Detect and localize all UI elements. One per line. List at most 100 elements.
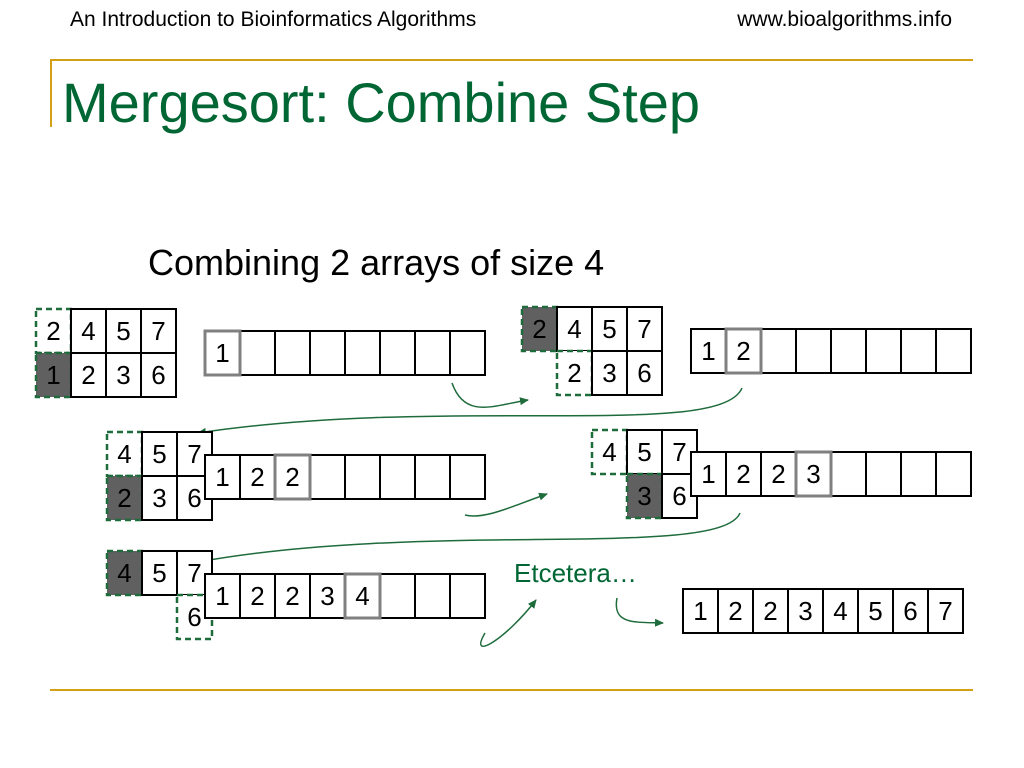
result-cell — [830, 328, 867, 374]
header-book-title: An Introduction to Bioinformatics Algori… — [70, 8, 477, 31]
array-cell: 5 — [141, 550, 178, 596]
array-cell: 2 — [70, 352, 107, 398]
cell-value: 3 — [637, 481, 651, 511]
result-cell-latest: 2 — [725, 328, 762, 374]
latest-cell-frame — [343, 572, 382, 620]
result-cell — [309, 454, 346, 500]
result-cell-latest: 3 — [795, 451, 832, 497]
result-cell — [795, 328, 832, 374]
result-cell — [414, 573, 451, 619]
cell-value: 2 — [250, 581, 264, 611]
cell-value: 4 — [567, 314, 581, 344]
cell-value: 7 — [187, 558, 201, 588]
cell-value: 2 — [285, 462, 299, 492]
front-cell: 4 — [105, 549, 144, 597]
result-cell — [414, 454, 451, 500]
left-rule — [50, 59, 52, 127]
front-cell: 3 — [625, 472, 664, 520]
front-cell: 2 — [105, 474, 144, 522]
cell-value: 7 — [938, 596, 952, 626]
step-arrow — [615, 597, 664, 627]
array-cell: 5 — [626, 429, 663, 475]
result-cell: 2 — [239, 454, 276, 500]
cell-value: 1 — [215, 338, 229, 368]
front-cell: 2 — [520, 305, 559, 353]
cell-value: 2 — [728, 596, 742, 626]
result-cell — [344, 454, 381, 500]
array-cell: 7 — [626, 306, 663, 352]
result-cell — [344, 330, 381, 376]
step-arrow — [451, 382, 529, 408]
array-cell: 7 — [140, 308, 177, 354]
result-cell — [935, 328, 972, 374]
array-cell: 4 — [556, 306, 593, 352]
cell-value: 5 — [868, 596, 882, 626]
cell-value: 2 — [250, 462, 264, 492]
cell-value: 5 — [637, 437, 651, 467]
result-cell — [830, 451, 867, 497]
result-cell-latest: 2 — [274, 454, 311, 500]
bottom-rule — [50, 689, 973, 691]
header-website: www.bioalgorithms.info — [737, 8, 952, 31]
step-arrow — [464, 492, 548, 517]
front-cell: 4 — [590, 428, 629, 476]
result-cell: 1 — [690, 451, 727, 497]
cell-value: 2 — [763, 596, 777, 626]
cell-value: 2 — [81, 360, 95, 390]
result-cell-latest: 1 — [204, 330, 241, 376]
array-cell: 4 — [70, 308, 107, 354]
result-cell: 3 — [309, 573, 346, 619]
step-arrow — [479, 599, 537, 647]
cell-value: 5 — [602, 314, 616, 344]
result-cell — [935, 451, 972, 497]
cell-value: 1 — [701, 459, 715, 489]
result-cell-latest: 4 — [344, 573, 381, 619]
result-cell — [900, 328, 937, 374]
cell-value: 6 — [187, 483, 201, 513]
cell-value: 5 — [152, 439, 166, 469]
final-cell: 2 — [717, 588, 754, 634]
array-cell: 5 — [105, 308, 142, 354]
latest-cell-frame — [273, 453, 312, 501]
cell-value: 7 — [187, 439, 201, 469]
bottom-source-array: 6 — [175, 593, 214, 641]
front-cell: 1 — [34, 351, 73, 399]
result-cell: 2 — [239, 573, 276, 619]
cell-value: 4 — [117, 558, 131, 588]
cell-value: 4 — [81, 316, 95, 346]
slide-subtitle: Combining 2 arrays of size 4 — [148, 242, 605, 283]
cell-value: 5 — [116, 316, 130, 346]
final-cell: 7 — [927, 588, 964, 634]
cell-value: 5 — [152, 558, 166, 588]
latest-cell-frame — [203, 329, 242, 377]
etcetera-label: Etcetera… — [514, 558, 637, 588]
cell-value: 2 — [567, 358, 581, 388]
cell-value: 1 — [701, 336, 715, 366]
cell-value: 3 — [798, 596, 812, 626]
final-cell: 4 — [822, 588, 859, 634]
result-cell — [900, 451, 937, 497]
cell-value: 4 — [117, 439, 131, 469]
result-cell — [274, 330, 311, 376]
cell-value: 4 — [833, 596, 847, 626]
result-cell: 1 — [690, 328, 727, 374]
cell-value: 3 — [116, 360, 130, 390]
final-cell: 2 — [752, 588, 789, 634]
top-rule — [50, 59, 973, 61]
array-cell: 5 — [591, 306, 628, 352]
cell-value: 2 — [285, 581, 299, 611]
result-cell — [760, 328, 797, 374]
